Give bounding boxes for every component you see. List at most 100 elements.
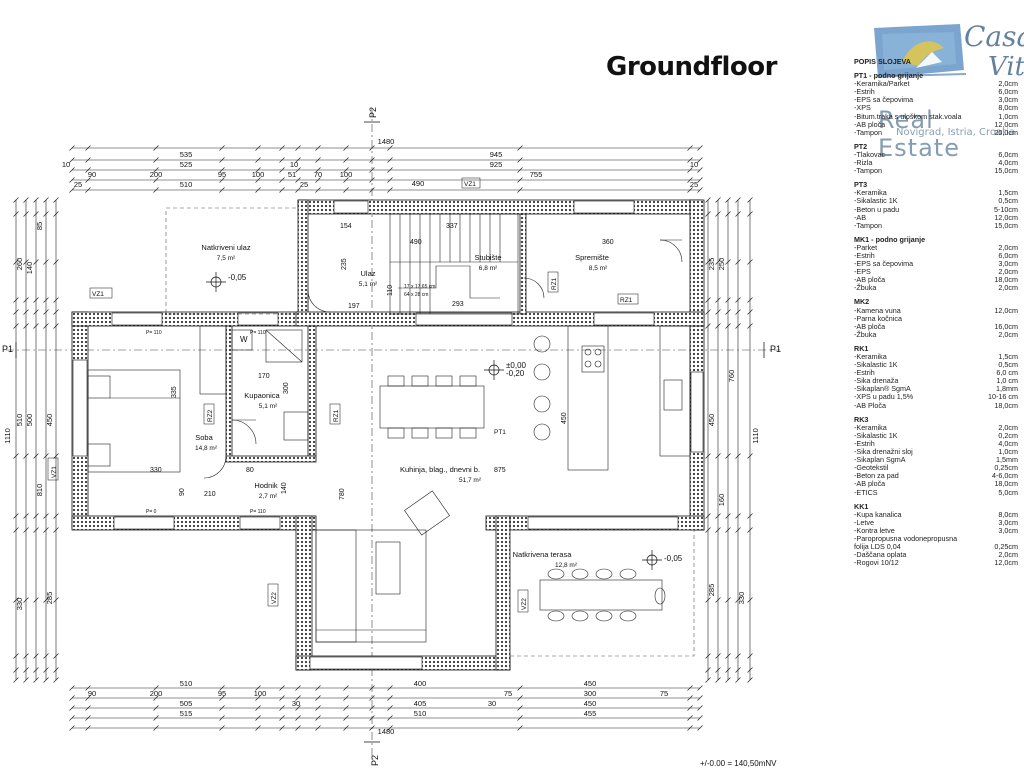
room-name-bathroom: Kupaonica — [244, 391, 280, 400]
dimension-tick — [153, 695, 159, 701]
dimension-tick — [33, 513, 39, 519]
layer-thickness: 0,5cm — [998, 196, 1018, 206]
terrace-table — [539, 568, 666, 622]
layer-name: -Keramika — [854, 352, 887, 361]
dimension-tick — [219, 177, 225, 183]
dimension-tick — [53, 513, 59, 519]
dimension-tick — [153, 145, 159, 151]
dimension-tick — [33, 259, 39, 265]
dimension-tick — [85, 685, 91, 691]
dimension-tick — [33, 597, 39, 603]
layer-thickness: 3,0cm — [998, 525, 1018, 535]
layer-thickness: 8,0cm — [998, 103, 1018, 113]
dimension-tick — [279, 695, 285, 701]
dimension-tick — [715, 259, 721, 265]
layer-name: -Daščana oplata — [854, 550, 907, 560]
dimension-tick — [53, 527, 59, 533]
dimension-tick — [69, 157, 75, 163]
dimension-tick — [725, 667, 731, 673]
dimension-tick — [735, 597, 741, 603]
dimension-tick — [697, 177, 703, 183]
room-area-hallway: 2,7 m² — [259, 493, 278, 500]
layer-name: -Beton za pad — [854, 471, 899, 481]
dimension-tick — [153, 187, 159, 193]
dimension-tick — [33, 197, 39, 203]
dimension-tick — [13, 297, 19, 303]
dim-right-760: 760 — [727, 370, 736, 383]
dimension-tick — [13, 453, 19, 459]
dimension-tick — [725, 677, 731, 683]
dim-top-100: 100 — [252, 170, 265, 179]
dimension-tick — [315, 695, 321, 701]
dimension-tick — [279, 725, 285, 731]
dim-overall-bottom: 1480 — [378, 727, 395, 736]
logo-name-2: Vita — [988, 52, 1024, 82]
dim-right-250: 250 — [717, 258, 726, 271]
dimension-tick — [715, 677, 721, 683]
dimension-tick — [43, 677, 49, 683]
layer-name: -Keramika — [854, 422, 887, 432]
dimension-tick — [295, 685, 301, 691]
dim-top-70: 70 — [314, 170, 322, 179]
dim-top-200: 200 — [150, 170, 163, 179]
dimension-tick — [255, 725, 261, 731]
dimension-tick — [747, 513, 753, 519]
dimension-tick — [735, 211, 741, 217]
legend-group-title: PT1 - podno grijanje — [854, 71, 924, 81]
dim-right-330: 330 — [737, 592, 746, 605]
dimension-tick — [13, 597, 19, 603]
section-label-p1-left: P1 — [2, 344, 13, 354]
dimension-tick — [279, 157, 285, 163]
layer-thickness: 3,0cm — [998, 259, 1018, 269]
layer-thickness: 12,0cm — [994, 119, 1018, 129]
dimension-tick — [687, 145, 693, 151]
dim-bot-455: 455 — [584, 709, 597, 718]
layer-legend: POPIS SLOJEVA PT1 - podno grijanje-Keram… — [854, 57, 1022, 568]
dim-bot-510b: 510 — [414, 709, 427, 718]
room-name-storage: Spremište — [575, 253, 609, 262]
dimension-tick — [517, 695, 523, 701]
layer-thickness: 4,0cm — [998, 158, 1018, 168]
dim-int-300: 300 — [283, 382, 290, 394]
layer-name: -Žbuka — [854, 329, 877, 339]
staircase — [389, 213, 519, 315]
dimension-tick — [85, 695, 91, 701]
dim-int-875: 875 — [494, 467, 506, 474]
dimension-tick — [255, 145, 261, 151]
dim-int-490: 490 — [410, 239, 422, 246]
layer-thickness: 8,0cm — [998, 509, 1018, 519]
dimension-tick — [725, 309, 731, 315]
bed — [87, 369, 181, 473]
layer-thickness: 2,0cm — [998, 79, 1018, 89]
room-area-entry: 5,1 m² — [359, 281, 378, 288]
dim-bot-95: 95 — [218, 689, 226, 698]
dimension-tick — [13, 323, 19, 329]
dimension-tick — [153, 157, 159, 163]
level-main: ±0,00 — [506, 361, 527, 370]
layer-name: -Rogovi 10/12 — [854, 558, 899, 568]
dimension-tick — [153, 705, 159, 711]
layer-thickness: 6,0cm — [998, 250, 1018, 260]
dimension-tick — [85, 715, 91, 721]
tag-vz1-left: VZ1 — [92, 291, 104, 298]
dim-bot-30b: 30 — [488, 699, 496, 708]
dim-bot-515: 515 — [180, 709, 193, 718]
room-name-bedroom: Soba — [195, 433, 213, 442]
dimension-tick — [13, 527, 19, 533]
dimension-tick — [153, 685, 159, 691]
parapet-3: P= 0 — [146, 509, 157, 515]
layer-thickness: 1,0cm — [998, 111, 1018, 121]
logo-tagline: Real Estate — [878, 106, 960, 162]
dimension-tick — [69, 695, 75, 701]
dimension-tick — [747, 527, 753, 533]
dimension-tick — [687, 715, 693, 721]
